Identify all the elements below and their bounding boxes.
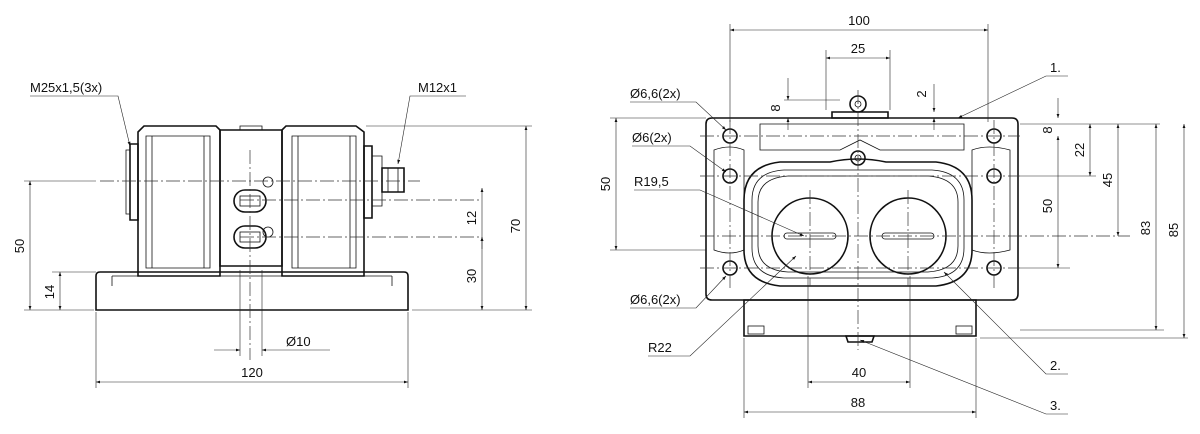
dim-8-right: 8 bbox=[1040, 126, 1055, 133]
callout-1: 1. bbox=[1050, 60, 1061, 75]
dim-40: 40 bbox=[852, 365, 866, 380]
side-view: 120 Ø10 70 30 12 50 14 M25x1,5(3x) M12x1 bbox=[12, 80, 532, 388]
label-radius-22: R22 bbox=[648, 340, 672, 355]
dim-88: 88 bbox=[851, 395, 865, 410]
label-hole-6: Ø6(2x) bbox=[632, 130, 672, 145]
dim-100: 100 bbox=[848, 13, 870, 28]
dim-85: 85 bbox=[1166, 223, 1181, 237]
label-hole-66-bottom: Ø6,6(2x) bbox=[630, 292, 681, 307]
callout-2: 2. bbox=[1050, 358, 1061, 373]
dim-50-left: 50 bbox=[598, 177, 613, 191]
dim-diameter-10: Ø10 bbox=[286, 334, 311, 349]
dim-45: 45 bbox=[1100, 173, 1115, 187]
front-view: 100 25 8 2 Ø6,6(2x) Ø6(2x) R19,5 50 Ø6,6… bbox=[598, 13, 1188, 418]
label-hole-66-top: Ø6,6(2x) bbox=[630, 86, 681, 101]
label-thread-m25: M25x1,5(3x) bbox=[30, 80, 102, 95]
dim-50-right: 50 bbox=[1040, 199, 1055, 213]
dim-2: 2 bbox=[914, 90, 929, 97]
dim-25: 25 bbox=[851, 41, 865, 56]
label-thread-m12: M12x1 bbox=[418, 80, 457, 95]
dim-22: 22 bbox=[1072, 143, 1087, 157]
dim-50: 50 bbox=[12, 239, 27, 253]
dim-12: 12 bbox=[464, 211, 479, 225]
dim-83: 83 bbox=[1138, 221, 1153, 235]
label-radius-195: R19,5 bbox=[634, 174, 669, 189]
dim-height-70: 70 bbox=[508, 219, 523, 233]
dim-14: 14 bbox=[42, 285, 57, 299]
callout-3: 3. bbox=[1050, 398, 1061, 413]
dim-30: 30 bbox=[464, 269, 479, 283]
dim-width-120: 120 bbox=[241, 365, 263, 380]
dim-8-top: 8 bbox=[768, 104, 783, 111]
